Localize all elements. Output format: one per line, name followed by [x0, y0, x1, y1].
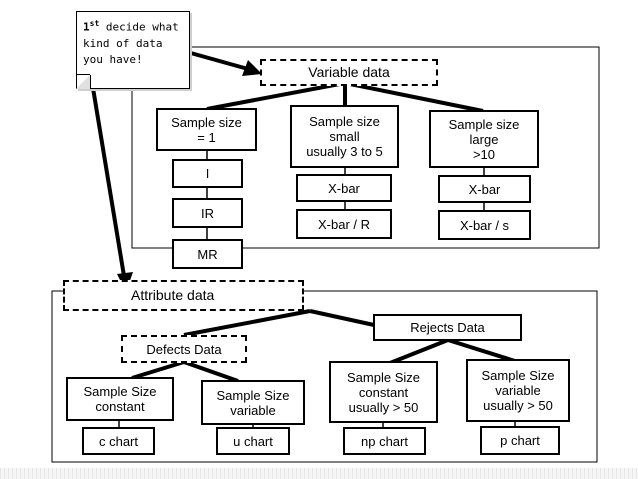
defects-size-variable: Sample Size variable — [201, 380, 305, 425]
chart-i: I — [172, 159, 243, 188]
bottom-strip — [0, 468, 638, 479]
note-fold-icon — [76, 75, 90, 89]
var-condition-small: Sample size small usually 3 to 5 — [290, 105, 399, 168]
chart-xbar-r: X-bar / R — [296, 209, 392, 239]
chart-ir: IR — [172, 198, 243, 228]
defects-size-constant: Sample Size constant — [66, 377, 174, 421]
attribute-data-header: Attribute data — [63, 280, 304, 311]
var-branch-left — [206, 81, 346, 111]
defects-data-node: Defects Data — [121, 335, 247, 363]
chart-xbar-large: X-bar — [438, 175, 531, 203]
instruction-note: 1st decide what kind of data you have! — [76, 11, 190, 89]
var-condition-large: Sample size large >10 — [429, 110, 539, 168]
chart-c: c chart — [82, 427, 155, 455]
variable-frame — [131, 46, 600, 249]
variable-data-header: Variable data — [260, 59, 438, 86]
chart-p: p chart — [480, 426, 560, 455]
chart-mr: MR — [172, 239, 243, 269]
arrow-to-attribute — [90, 81, 127, 283]
rejects-size-constant: Sample Size constant usually > 50 — [329, 361, 438, 423]
chart-np: np chart — [343, 427, 426, 455]
rejects-size-variable: Sample Size variable usually > 50 — [466, 359, 570, 422]
arrow-to-variable — [179, 48, 249, 71]
var-condition-size-1: Sample size = 1 — [156, 108, 257, 151]
attr-branch-rejects — [309, 309, 375, 327]
chart-xbar-s: X-bar / s — [438, 210, 531, 240]
rejects-data-node: Rejects Data — [373, 314, 522, 341]
attribute-frame — [51, 290, 598, 463]
var-branch-right — [344, 81, 484, 113]
attr-branch-defects — [183, 309, 311, 337]
chart-u: u chart — [216, 427, 290, 455]
chart-xbar-small: X-bar — [296, 174, 392, 202]
